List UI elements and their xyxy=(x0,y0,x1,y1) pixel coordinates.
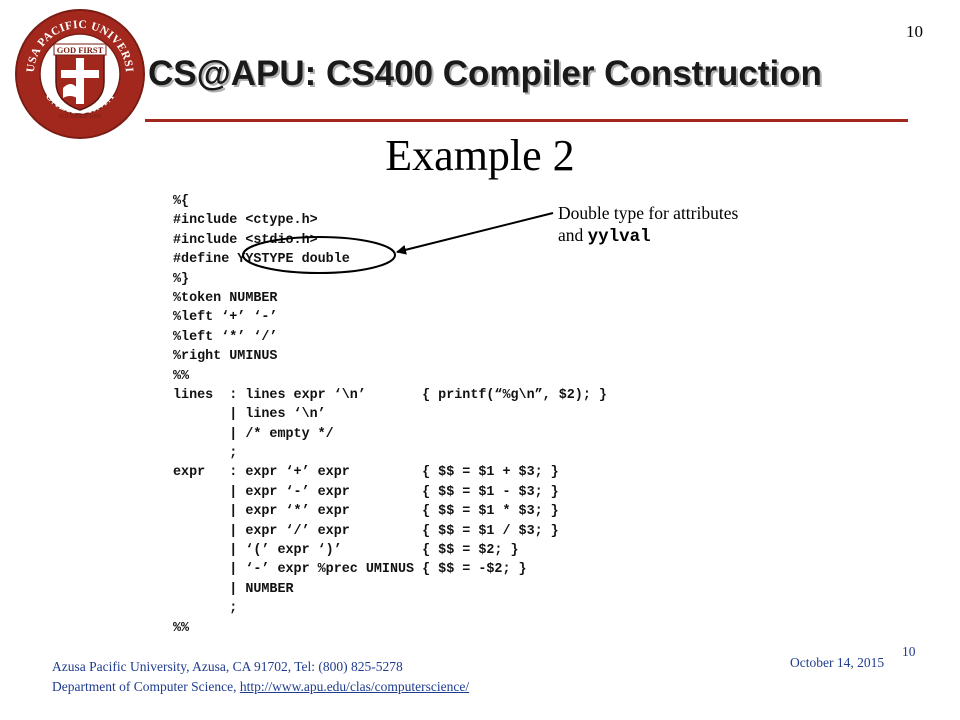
code-line: | expr ‘-’ expr { $$ = $1 - $3; } xyxy=(173,484,559,500)
code-line: ; xyxy=(173,601,238,617)
code-line: %% xyxy=(173,368,190,384)
callout-annotation: Double type for attributes and yylval xyxy=(558,202,738,248)
university-seal-logo: AZUSA PACIFIC UNIVERSITY CALIFORNIA GOD … xyxy=(14,8,145,139)
code-line: #define YYSTYPE double xyxy=(173,252,350,268)
code-line: %} xyxy=(173,271,190,287)
code-line: lines : lines expr ‘\n’ { printf(“%g\n”,… xyxy=(173,387,607,403)
footer-department: Department of Computer Science, http://w… xyxy=(52,677,469,697)
code-line: | NUMBER xyxy=(173,581,294,597)
code-line: %token NUMBER xyxy=(173,290,278,306)
code-line: ; xyxy=(173,446,238,462)
code-line: #include <ctype.h> xyxy=(173,213,318,229)
yacc-code-block: %{ #include <ctype.h> #include <stdio.h> #d… xyxy=(173,192,607,638)
seal-banner-text: GOD FIRST xyxy=(57,45,104,55)
callout-line-1: Double type for attributes xyxy=(558,203,739,223)
slide-title: Example 2 xyxy=(385,131,575,180)
seal-founded-text: FOUNDED 1899 xyxy=(59,114,101,120)
page-number-bottom: 10 xyxy=(902,644,916,659)
code-line: #include <stdio.h> xyxy=(173,232,318,248)
code-line: | lines ‘\n’ xyxy=(173,407,326,423)
footer-department-link[interactable]: http://www.apu.edu/clas/computerscience/ xyxy=(239,679,470,694)
code-line: | ‘-’ expr %prec UMINUS { $$ = -$2; } xyxy=(173,562,527,578)
code-line: expr : expr ‘+’ expr { $$ = $1 + $3; } xyxy=(173,465,559,481)
footer-address: Azusa Pacific University, Azusa, CA 9170… xyxy=(52,659,403,674)
footer-contact: Azusa Pacific University, Azusa, CA 9170… xyxy=(52,657,469,697)
footer-date: October 14, 2015 xyxy=(790,655,885,670)
header-rule xyxy=(145,119,908,122)
header-title: CS@APU: CS400 Compiler Construction xyxy=(148,54,822,93)
callout-code-yylval: yylval xyxy=(587,227,651,247)
shield-icon xyxy=(55,53,105,111)
code-line: %left ‘*’ ‘/’ xyxy=(173,329,278,345)
code-line: | ‘(’ expr ‘)’ { $$ = $2; } xyxy=(173,543,519,559)
callout-line-2: and yylval xyxy=(558,224,738,248)
code-line: %% xyxy=(173,620,190,636)
code-line: %{ xyxy=(173,194,190,209)
code-line: | expr ‘*’ expr { $$ = $1 * $3; } xyxy=(173,504,559,520)
page-number-top: 10 xyxy=(906,22,923,41)
code-line: | /* empty */ xyxy=(173,426,334,442)
code-line: %right UMINUS xyxy=(173,349,278,365)
callout-line-2-prefix: and xyxy=(558,225,588,245)
code-line: %left ‘+’ ‘-’ xyxy=(173,310,278,326)
code-line: | expr ‘/’ expr { $$ = $1 / $3; } xyxy=(173,523,559,539)
footer-department-prefix: Department of Computer Science, xyxy=(52,679,240,694)
